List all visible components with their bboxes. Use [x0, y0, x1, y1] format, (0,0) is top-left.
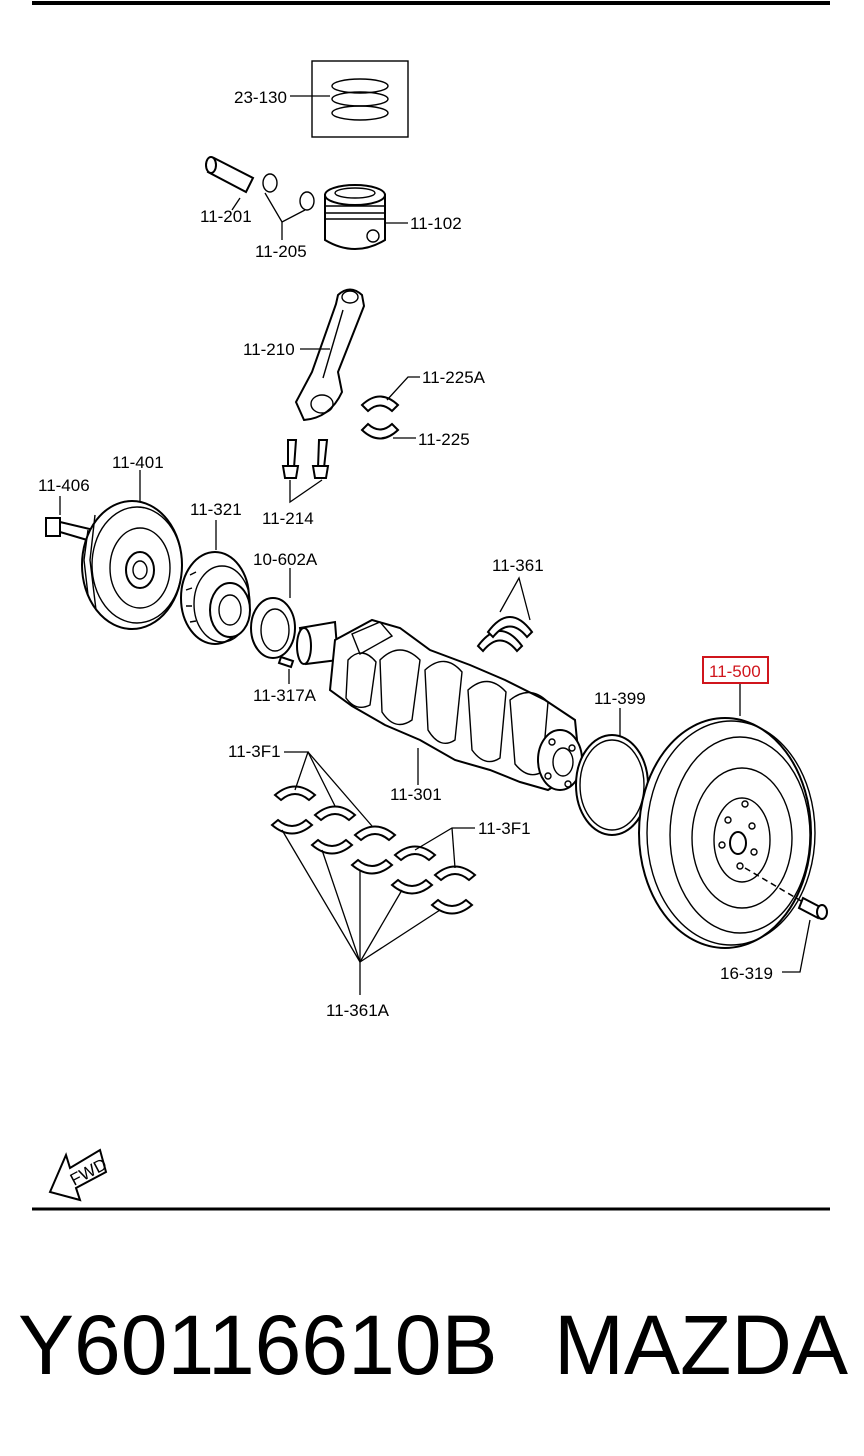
thrust-bearings[interactable]	[476, 616, 534, 653]
front-oil-seal[interactable]	[250, 597, 296, 659]
label-23-130: 23-130	[234, 88, 287, 107]
label-11-301: 11-301	[390, 785, 442, 804]
crankshaft[interactable]	[296, 618, 583, 792]
label-16-319: 16-319	[720, 964, 773, 983]
forward-direction-arrow-icon: FWD	[48, 1148, 110, 1202]
label-11-3F1-upper: 11-3F1	[228, 742, 281, 761]
connecting-rod-bolts[interactable]	[281, 439, 330, 479]
crankshaft-key[interactable]	[277, 655, 295, 669]
label-11-500[interactable]: 11-500	[709, 662, 761, 681]
crankshaft-pulley[interactable]	[81, 500, 183, 630]
piston[interactable]	[324, 184, 386, 250]
rear-oil-seal[interactable]	[575, 734, 649, 836]
connecting-rod-bearing-upper[interactable]	[360, 395, 400, 413]
label-11-225: 11-225	[418, 430, 470, 449]
connecting-rod-bearing-lower[interactable]	[360, 422, 400, 440]
label-11-201: 11-201	[200, 207, 252, 226]
label-11-225A: 11-225A	[422, 368, 486, 387]
piston-pin[interactable]	[205, 156, 255, 194]
part-number: Y60116610B	[18, 1298, 498, 1392]
label-11-406: 11-406	[38, 476, 90, 495]
flywheel-bolt[interactable]	[744, 867, 828, 920]
label-11-214: 11-214	[262, 509, 314, 528]
label-11-205: 11-205	[255, 242, 307, 261]
label-11-361: 11-361	[492, 556, 544, 575]
label-11-399: 11-399	[594, 689, 646, 708]
piston-ring-set[interactable]	[311, 60, 409, 138]
main-bearings[interactable]	[270, 785, 477, 915]
brand-name: MAZDA	[554, 1298, 848, 1392]
footer: Y60116610B MAZDA	[0, 1290, 864, 1400]
crankshaft-timing-sprocket[interactable]	[180, 551, 251, 645]
label-10-602A: 10-602A	[253, 550, 318, 569]
label-11-401: 11-401	[112, 453, 164, 472]
label-11-3F1-lower: 11-3F1	[478, 819, 531, 838]
label-11-321: 11-321	[190, 500, 242, 519]
label-11-102: 11-102	[410, 214, 462, 233]
label-11-317A: 11-317A	[253, 686, 317, 705]
highlight-box-11-500	[702, 656, 769, 684]
label-11-361A: 11-361A	[326, 1001, 390, 1020]
flywheel[interactable]	[638, 717, 816, 949]
piston-pin-snap-rings[interactable]	[262, 173, 315, 211]
connecting-rod[interactable]	[294, 288, 366, 422]
label-11-210: 11-210	[243, 340, 295, 359]
